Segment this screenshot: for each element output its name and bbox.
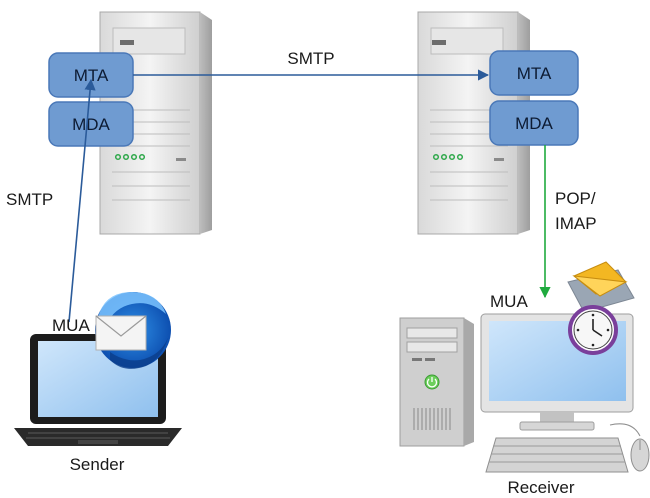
mail-clock-icon — [567, 261, 635, 355]
keyboard-icon — [485, 437, 629, 473]
receiver-mta-box: MTA — [489, 50, 579, 96]
smtp-relay-label: SMTP — [287, 49, 334, 68]
sender-server-icon — [99, 11, 212, 235]
mouse-icon — [609, 423, 650, 472]
receiver-mda-label: MDA — [515, 114, 553, 133]
imap-label: IMAP — [555, 214, 597, 233]
sender-mua-label: MUA — [52, 316, 90, 335]
thunderbird-mail-client-icon — [95, 292, 171, 369]
sender-caption: Sender — [70, 455, 125, 474]
receiver-mua-label: MUA — [490, 292, 528, 311]
sender-mta-label: MTA — [74, 66, 109, 85]
receiver-mta-label: MTA — [517, 64, 552, 83]
pop-label: POP/ — [555, 189, 596, 208]
receiver-mda-box: MDA — [489, 100, 579, 146]
sender-mda-label: MDA — [72, 115, 110, 134]
sender-mta-box: MTA — [48, 52, 134, 98]
smtp-submit-label: SMTP — [6, 190, 53, 209]
receiver-caption: Receiver — [507, 478, 574, 497]
desktop-tower-icon — [399, 317, 474, 447]
smtp-submit-arrow — [68, 78, 96, 323]
sender-mda-box: MDA — [48, 101, 134, 147]
receiver-server-icon — [417, 11, 530, 235]
